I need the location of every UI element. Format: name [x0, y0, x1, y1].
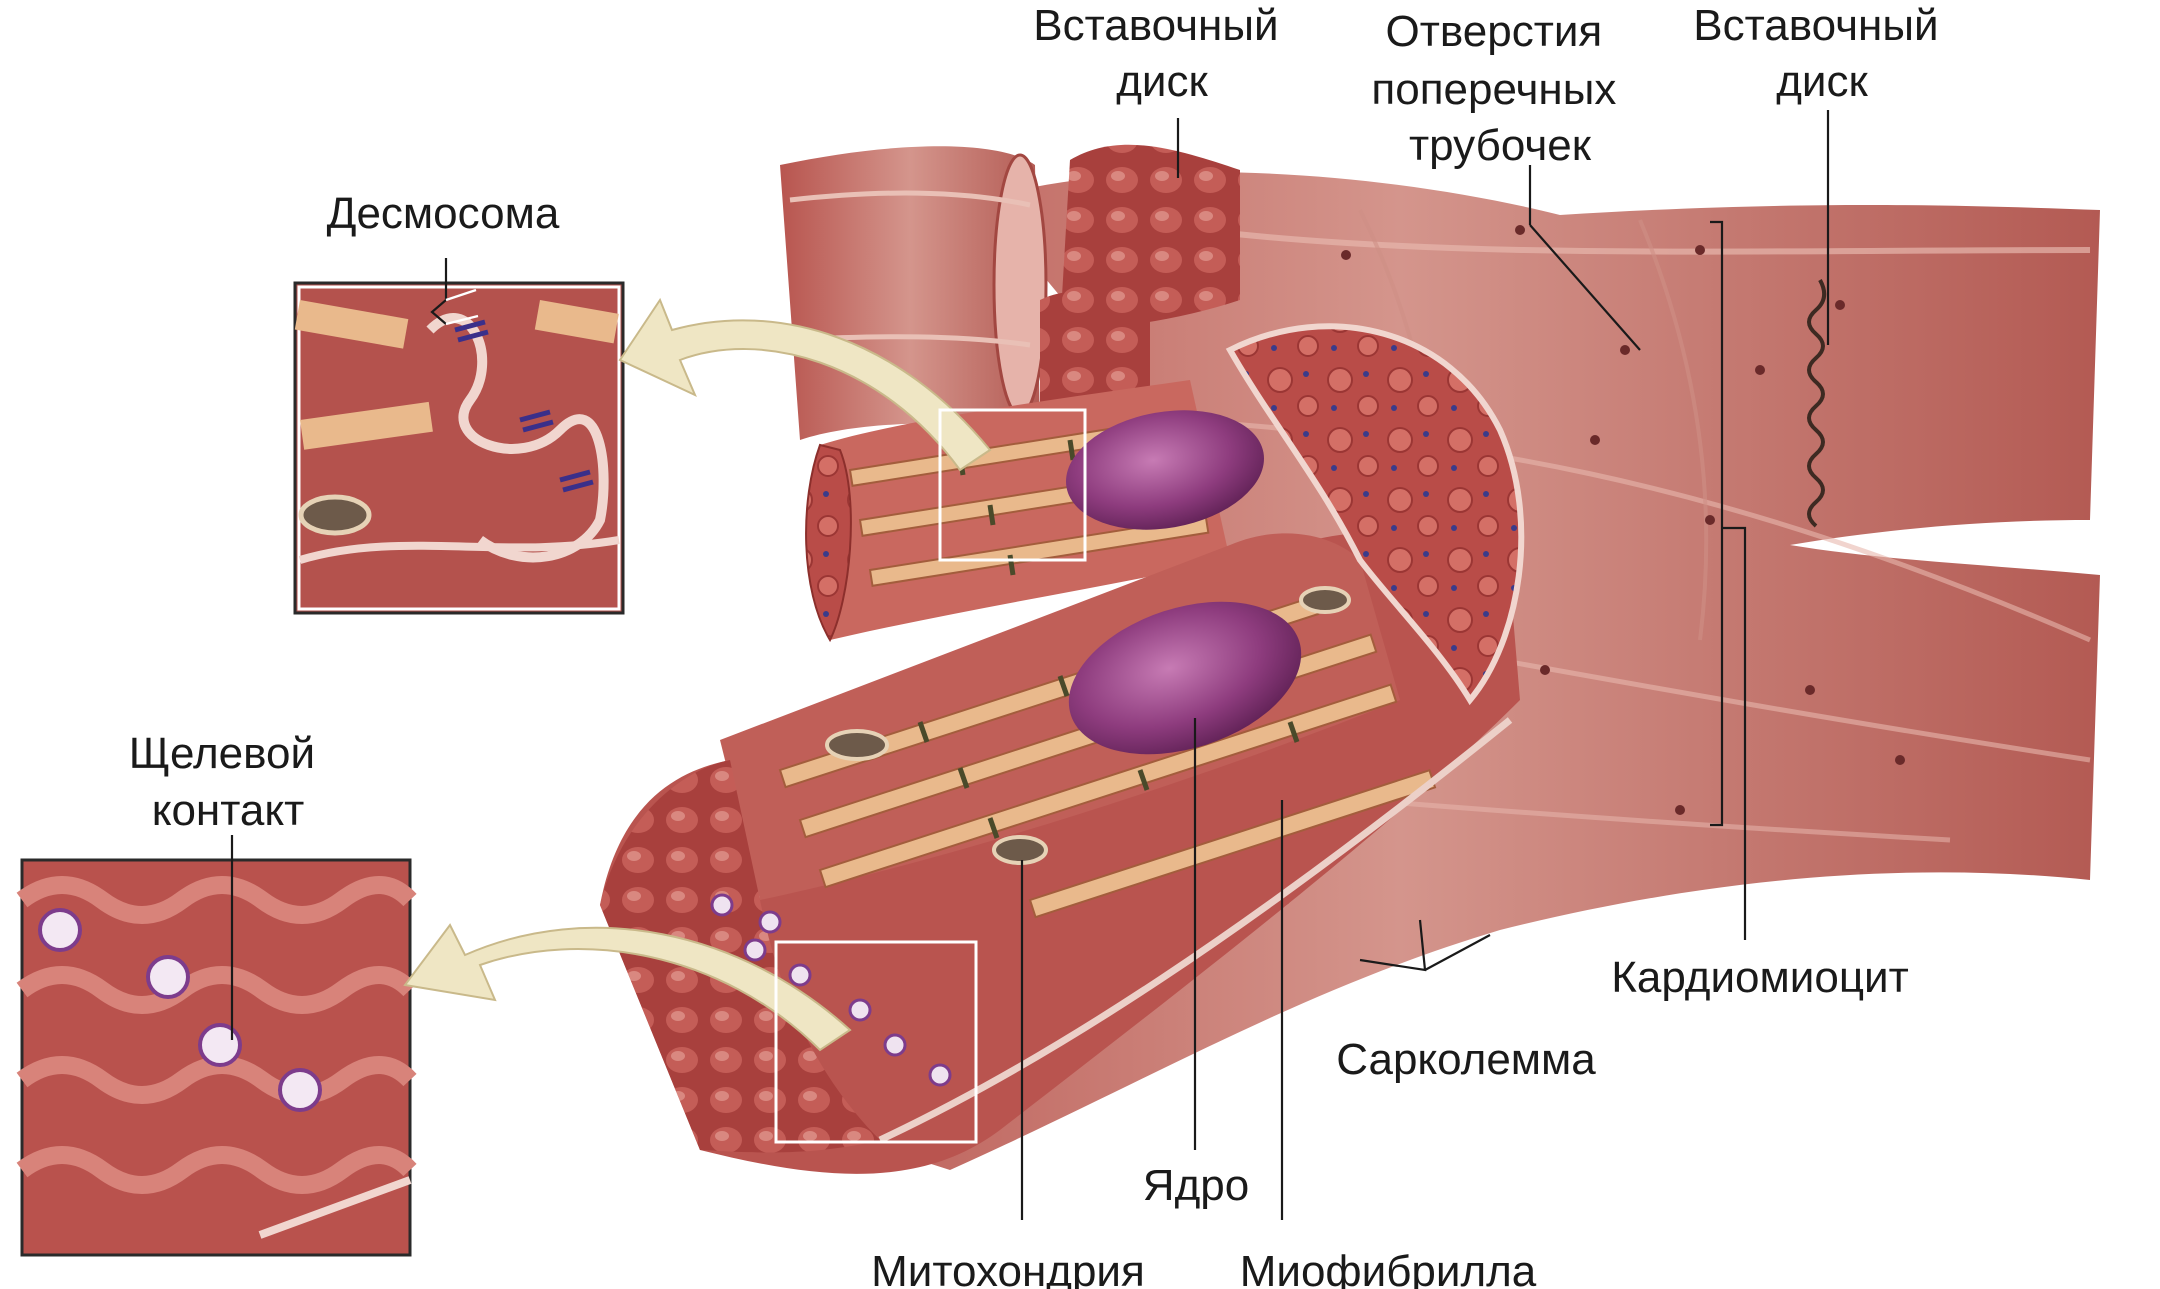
gap-junction-callout [16, 858, 417, 1257]
leader-lines [230, 110, 1830, 1220]
gap-junction-icon [38, 908, 322, 1112]
gap-junction-source-frame [774, 940, 978, 1144]
desmosome-icon [454, 319, 594, 493]
labels: Вставочный диск Отверстия поперечных тру… [129, 1, 1951, 1289]
nucleus-icon [1068, 601, 1302, 755]
label-sarcolemma: Сарколемма [1336, 1035, 1596, 1084]
label-mitochondrion: Митохондрия [871, 1247, 1145, 1289]
label-intercalated-disc-2: Вставочный диск [1693, 1, 1951, 106]
desmosome-source-frame [938, 408, 1087, 562]
middle-fiber [805, 380, 1264, 643]
desmosome-callout-arrow [618, 297, 992, 472]
label-intercalated-disc-1: Вставочный диск [1033, 1, 1291, 106]
label-desmosome: Десмосома [327, 189, 560, 238]
label-gap-junction: Щелевой контакт [129, 729, 328, 835]
label-cardiomyocyte: Кардиомиоцит [1611, 953, 1909, 1002]
desmosome-callout [293, 281, 625, 615]
label-t-tubule-openings: Отверстия поперечных трубочек [1371, 7, 1628, 170]
gap-junction-callout-arrow [403, 923, 852, 1052]
nucleus-icon [1066, 410, 1264, 530]
intercalated-disc-wave [1807, 279, 1827, 528]
label-nucleus: Ядро [1143, 1161, 1249, 1210]
label-myofibril: Миофибрилла [1240, 1247, 1537, 1289]
gap-junction-icon [710, 893, 952, 1087]
